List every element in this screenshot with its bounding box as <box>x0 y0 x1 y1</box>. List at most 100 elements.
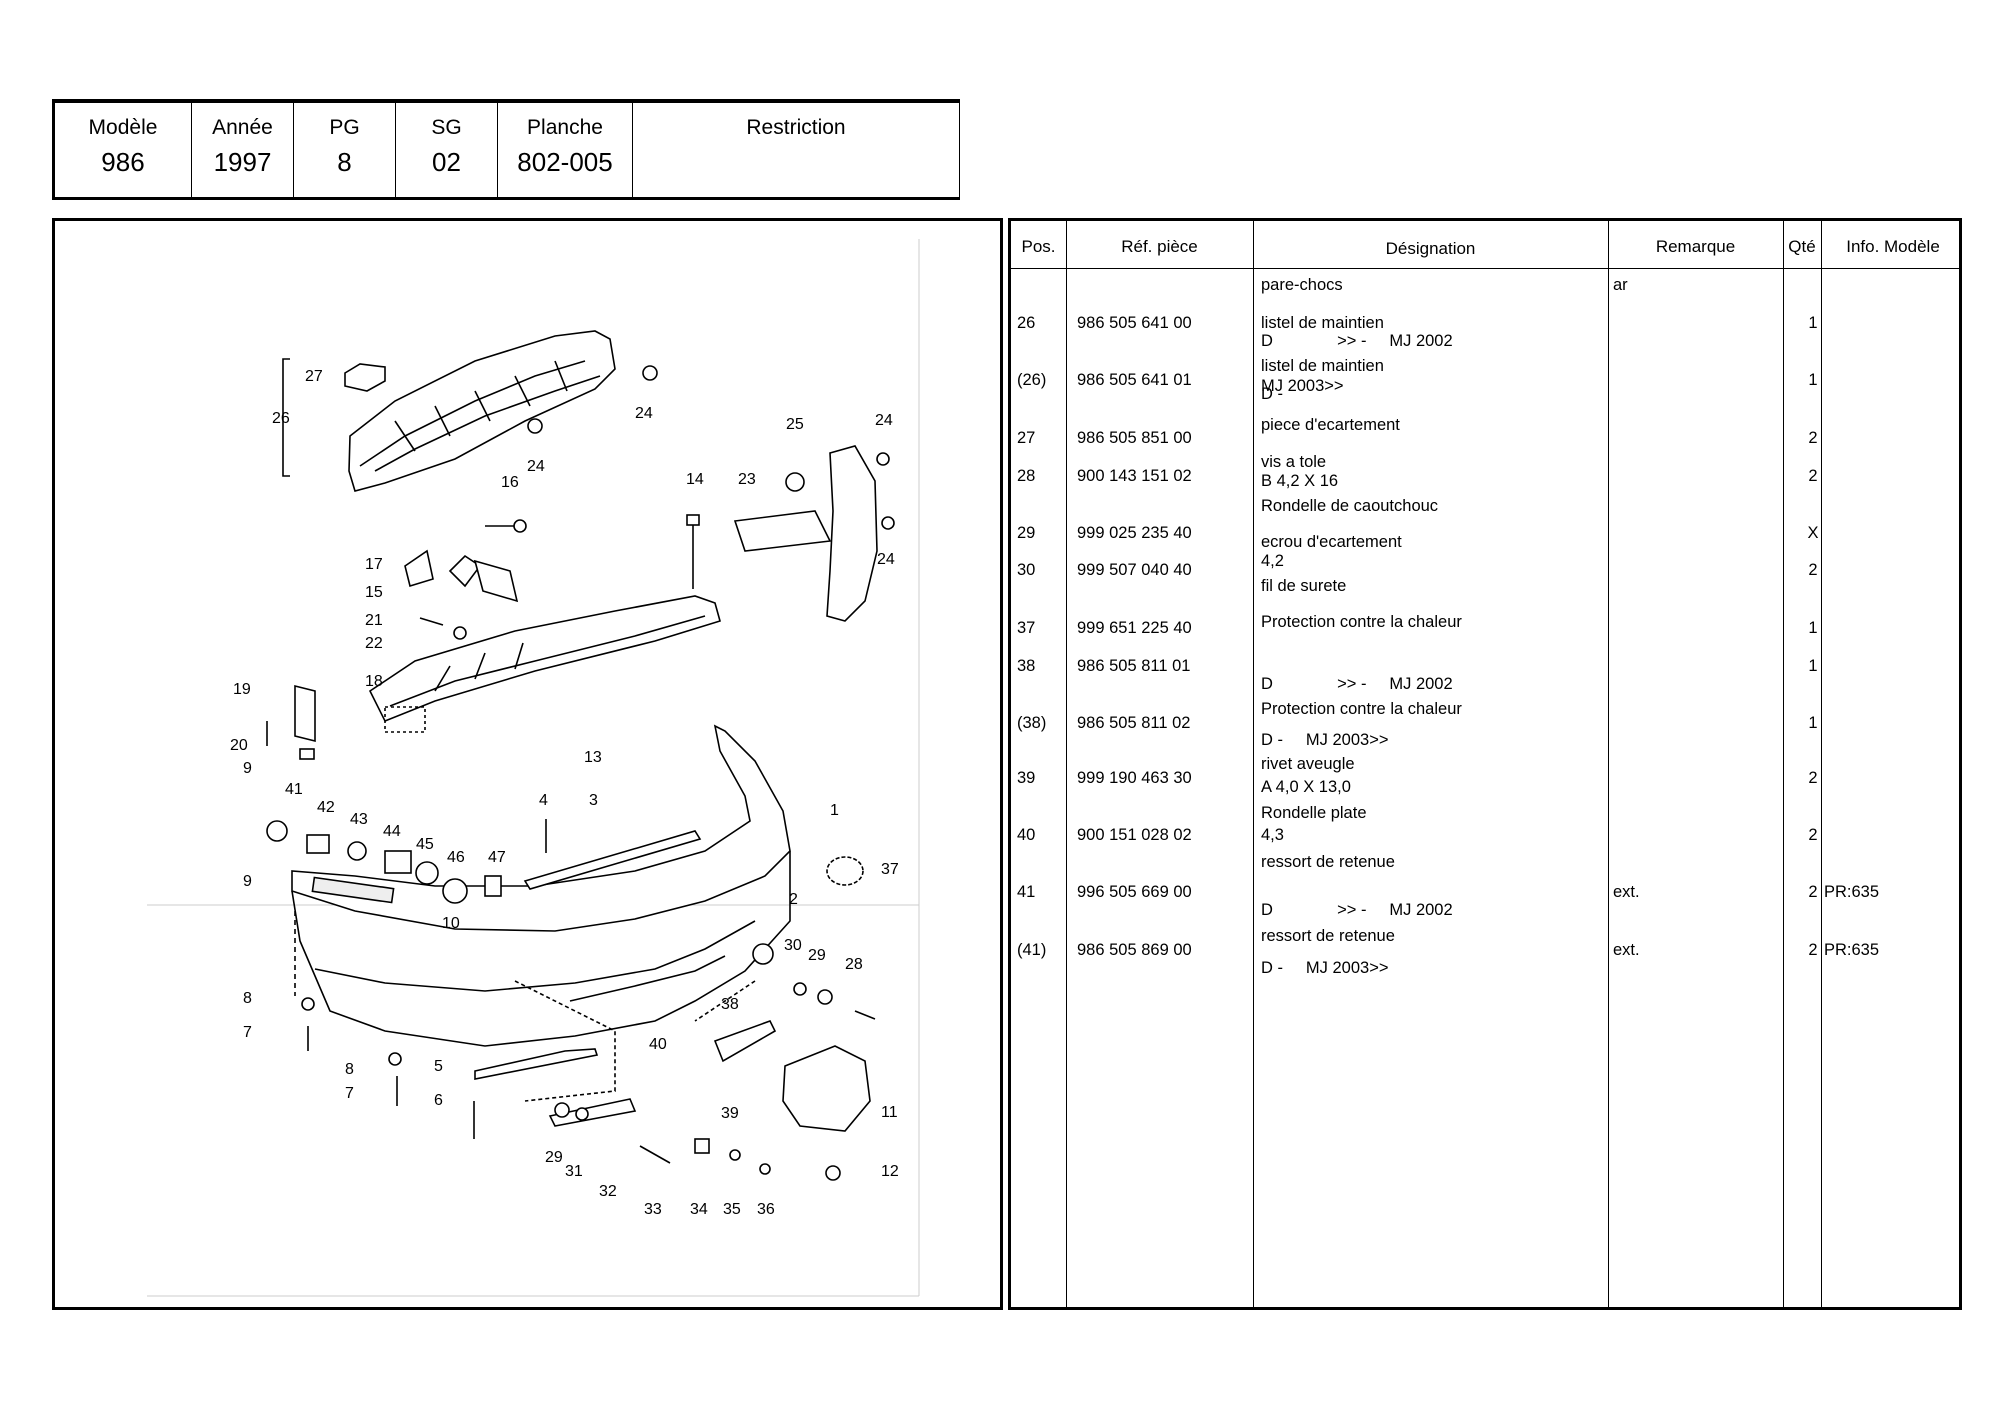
pos-cell: 28 <box>1017 467 1036 485</box>
callout-label: 7 <box>345 1085 354 1102</box>
part-24-nut <box>881 516 895 530</box>
ref-cell: 986 505 851 00 <box>1077 429 1192 447</box>
pos-cell: 29 <box>1017 524 1036 542</box>
header-cell-pg: PG 8 <box>294 103 396 197</box>
callout-label: 27 <box>305 368 323 385</box>
detail-cell: B 4,2 X 16 <box>1261 472 1339 490</box>
callout-label: 41 <box>285 781 303 798</box>
header-label: Planche <box>527 116 603 139</box>
header-cell-restriction: Restriction <box>633 103 960 197</box>
callout-label: 25 <box>786 416 804 433</box>
callout-label: 46 <box>447 849 465 866</box>
callout-label: 16 <box>501 474 519 491</box>
info-cell: PR:635 <box>1824 941 1880 959</box>
callout-label: 23 <box>738 471 756 488</box>
callout-label: 32 <box>599 1183 617 1200</box>
detail-cell: D >> - MJ 2002 <box>1261 332 1453 350</box>
ref-cell: 999 190 463 30 <box>1077 769 1192 787</box>
part-24-nut <box>527 418 543 434</box>
part-11-cover <box>782 1045 871 1132</box>
header-box: Modèle 986 Année 1997 PG 8 SG 02 Planche… <box>52 99 960 200</box>
part-23-bracket <box>733 510 832 552</box>
part-10-pad <box>311 876 395 904</box>
callout-label: 35 <box>723 1201 741 1218</box>
column-header-remarque: Remarque <box>1655 237 1736 256</box>
designation-cell: ecrou d'ecartement <box>1261 533 1402 551</box>
callout-label: 24 <box>527 458 545 475</box>
part-41 <box>266 820 288 842</box>
designation-cell: ressort de retenue <box>1261 927 1395 945</box>
part-5-strip <box>474 1048 599 1080</box>
pos-cell: 30 <box>1017 561 1036 579</box>
pos-cell: 38 <box>1017 657 1036 675</box>
qte-cell: 2 <box>1808 769 1818 787</box>
qte-cell: 1 <box>1808 371 1818 389</box>
pos-cell: 37 <box>1017 619 1036 637</box>
header-cell-sg: SG 02 <box>396 103 498 197</box>
ref-cell: 986 505 869 00 <box>1077 941 1192 959</box>
detail-cell: MJ 2003>> <box>1261 377 1344 395</box>
callout-label: 37 <box>881 861 899 878</box>
part-43 <box>347 841 367 861</box>
callout-label: 28 <box>845 956 863 973</box>
part-24-nut <box>642 365 658 381</box>
part-38-heat-shield <box>713 1020 777 1063</box>
part-2-plug <box>752 943 774 965</box>
callout-label: 33 <box>644 1201 662 1218</box>
part-side-guide <box>826 445 878 622</box>
part-37-safety-wire <box>826 856 864 886</box>
qte-cell: 2 <box>1808 429 1818 447</box>
callout-label: 44 <box>383 823 401 840</box>
qte-cell: X <box>1807 524 1819 542</box>
header-value: 8 <box>337 147 352 177</box>
designation-cell: Protection contre la chaleur <box>1261 700 1462 718</box>
part-26-retaining-strip <box>348 330 616 492</box>
header-value: 986 <box>101 147 145 177</box>
ref-cell: 900 151 028 02 <box>1077 826 1192 844</box>
callout-label: 15 <box>365 584 383 601</box>
callout-label: 9 <box>243 760 252 777</box>
header-cell-annee: Année 1997 <box>192 103 294 197</box>
callout-label: 13 <box>584 749 602 766</box>
callout-label: 8 <box>243 990 252 1007</box>
callout-label: 9 <box>243 873 252 890</box>
callout-label: 34 <box>690 1201 708 1218</box>
ref-cell: 999 651 225 40 <box>1077 619 1192 637</box>
designation-cell: vis a tole <box>1261 453 1327 471</box>
qte-cell: 1 <box>1808 619 1818 637</box>
callout-label: 26 <box>272 410 290 427</box>
callout-label: 6 <box>434 1092 443 1109</box>
ref-cell: 986 505 811 01 <box>1077 657 1191 675</box>
header-value: 802-005 <box>517 147 613 177</box>
part-47 <box>484 875 502 897</box>
callout-label: 2 <box>789 891 798 908</box>
column-header-designation: Désignation <box>1385 239 1476 258</box>
callout-label: 11 <box>881 1104 898 1121</box>
column-header-ref: Réf. pièce <box>1121 237 1198 256</box>
callout-label: 47 <box>488 849 506 866</box>
part-27-spacer <box>344 363 386 392</box>
ref-cell: 900 143 151 02 <box>1077 467 1192 485</box>
callout-label: 22 <box>365 635 383 652</box>
callout-label: 7 <box>243 1024 252 1041</box>
header-label: Modèle <box>88 116 158 139</box>
designation-cell: ressort de retenue <box>1261 853 1395 871</box>
remarque-cell: ext. <box>1613 941 1640 959</box>
designation-cell: Protection contre la chaleur <box>1261 613 1462 631</box>
ref-cell: 999 507 040 40 <box>1077 561 1192 579</box>
designation-cell: Rondelle plate <box>1261 804 1367 822</box>
callout-label: 38 <box>721 996 739 1013</box>
designation-cell: Rondelle de caoutchouc <box>1261 497 1439 515</box>
part-3-strip <box>523 830 702 890</box>
callout-label: 5 <box>434 1058 443 1075</box>
callout-label: 45 <box>416 836 434 853</box>
header-label: Année <box>212 116 273 139</box>
designation-cell: piece d'ecartement <box>1261 416 1400 434</box>
pos-cell: 27 <box>1017 429 1036 447</box>
detail-cell: D - MJ 2003>> <box>1261 731 1389 749</box>
remarque-cell: ext. <box>1613 883 1640 901</box>
qte-cell: 2 <box>1808 883 1818 901</box>
header-label: SG <box>431 116 462 139</box>
designation-cell: fil de surete <box>1261 577 1347 595</box>
callout-label: 24 <box>875 412 893 429</box>
